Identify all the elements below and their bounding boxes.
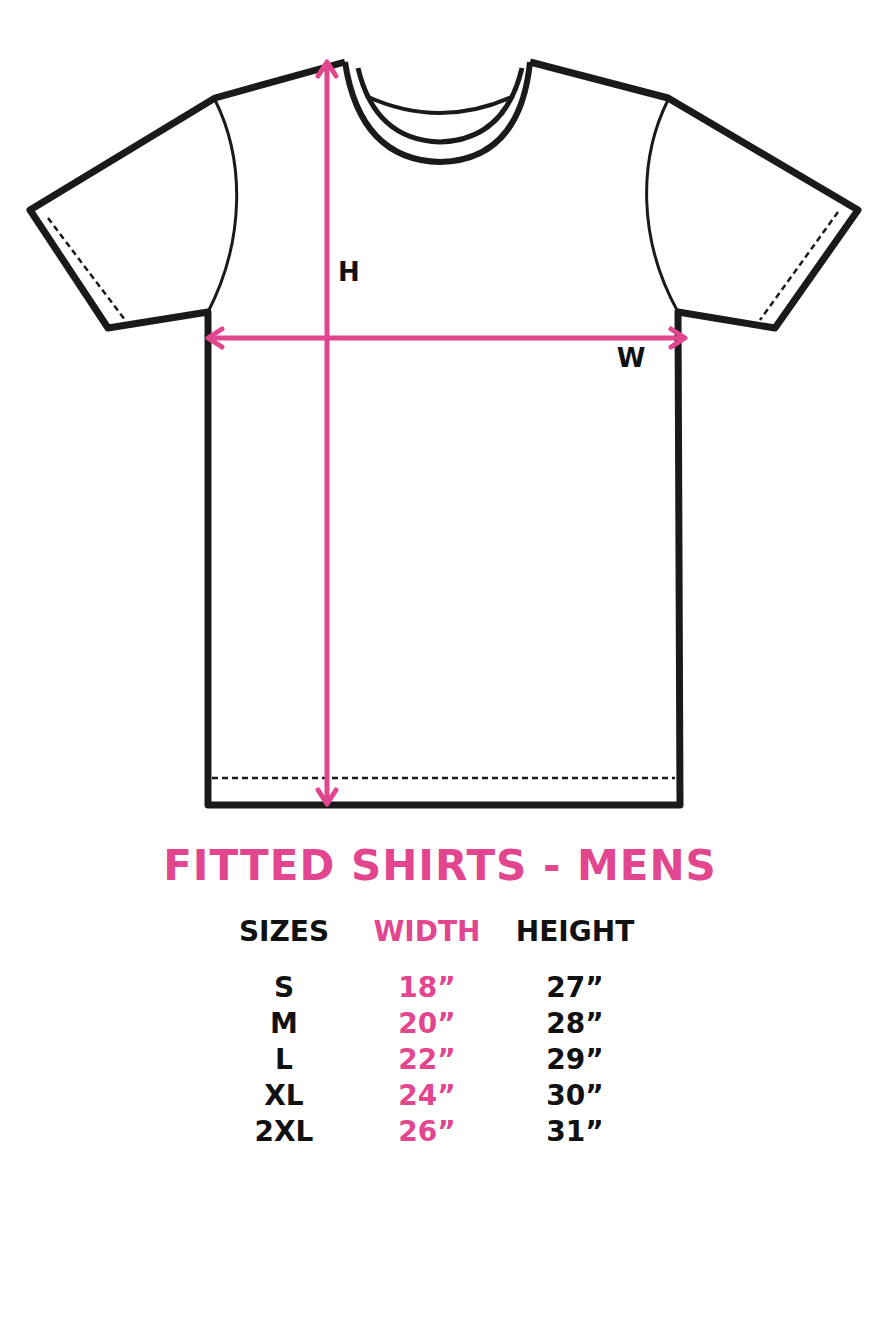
height-cell: 28”	[546, 1010, 603, 1038]
column-header: SIZES	[239, 918, 329, 946]
size-cell: 2XL	[255, 1118, 314, 1146]
sleeve-seam	[208, 100, 237, 312]
arrowhead	[318, 790, 336, 804]
height-cell: 31”	[546, 1118, 603, 1146]
arrowhead	[318, 62, 336, 76]
height-cell: 30”	[546, 1082, 603, 1110]
width-cell: 24”	[398, 1082, 455, 1110]
dimension-letter: H	[338, 259, 360, 285]
shirt-outline	[30, 62, 858, 805]
width-cell: 22”	[398, 1046, 455, 1074]
arrowhead	[671, 329, 685, 347]
width-cell: 20”	[398, 1010, 455, 1038]
bottom-hem	[212, 777, 675, 780]
collar-seam	[366, 96, 514, 113]
arrowhead	[208, 329, 222, 347]
dimension-letter: W	[617, 345, 646, 371]
height-arrow	[325, 64, 330, 802]
sleeve-hem	[48, 218, 125, 320]
height-cell: 29”	[546, 1046, 603, 1074]
size-cell: XL	[264, 1082, 303, 1110]
collar-inner	[358, 68, 522, 142]
height-cell: 27”	[546, 974, 603, 1002]
width-arrow	[210, 336, 683, 341]
sleeve-hem	[760, 212, 838, 320]
size-cell: S	[274, 974, 294, 1002]
sleeve-seam	[647, 100, 678, 312]
chart-title: FITTED SHIRTS - MENS	[163, 845, 717, 887]
width-cell: 18”	[398, 974, 455, 1002]
collar-outer	[345, 62, 530, 162]
width-cell: 26”	[398, 1118, 455, 1146]
column-header: WIDTH	[373, 918, 480, 946]
size-cell: L	[275, 1046, 293, 1074]
column-header: HEIGHT	[516, 918, 635, 946]
size-cell: M	[270, 1010, 298, 1038]
